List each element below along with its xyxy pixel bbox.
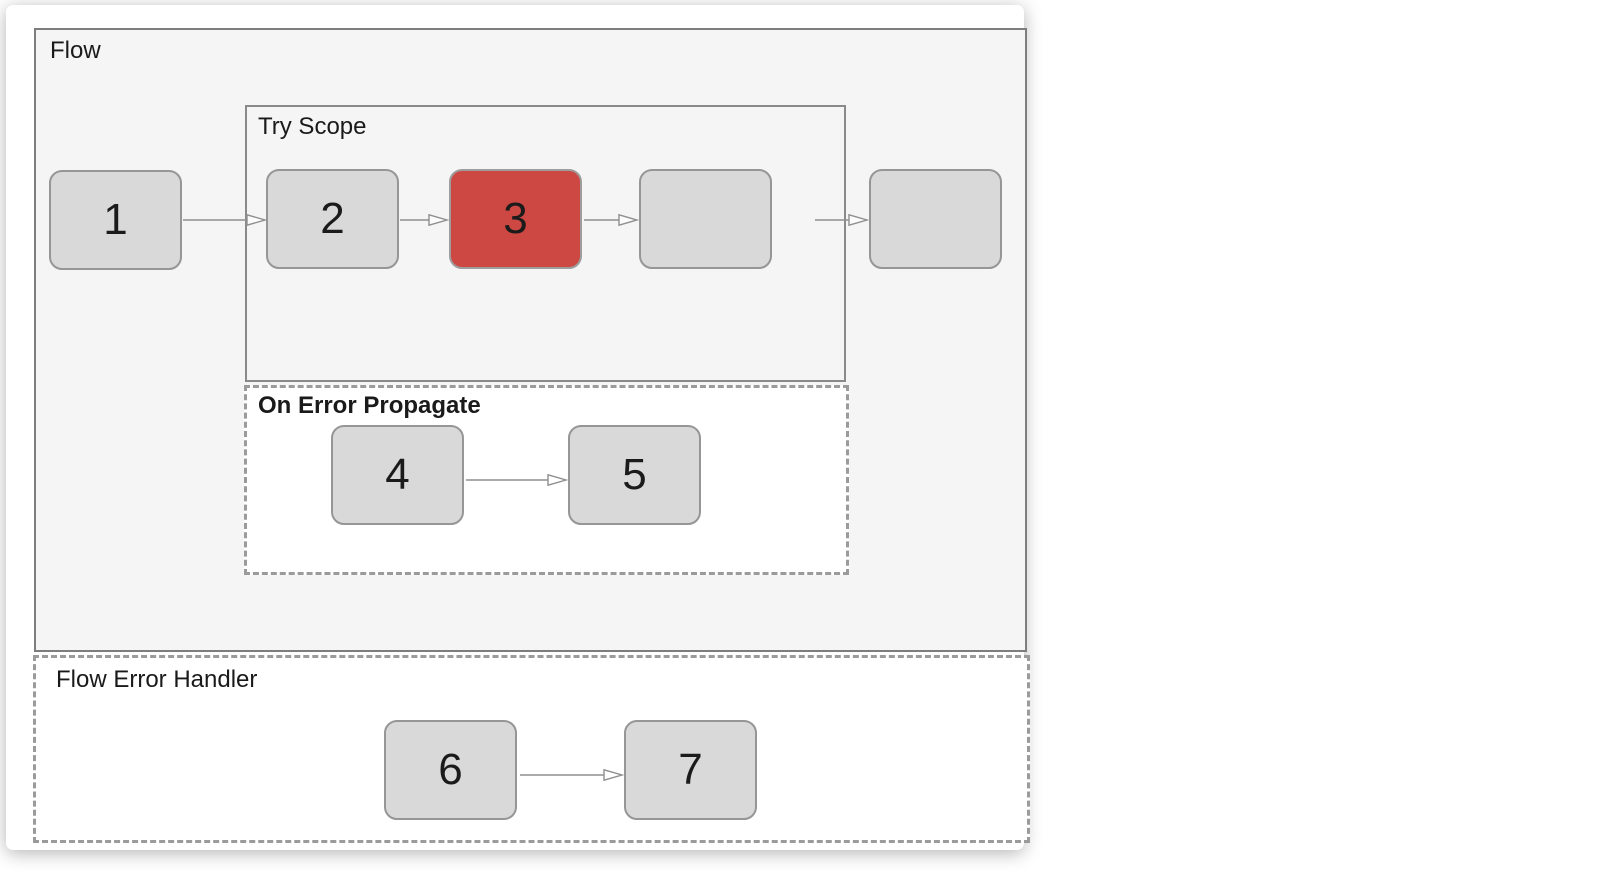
connector-arrow-2-to-3	[400, 213, 450, 227]
on-error-propagate-label: On Error Propagate	[258, 392, 481, 419]
flow-label: Flow	[50, 37, 101, 64]
diagram-canvas: Flow Try Scope On Error Propagate Flow E…	[6, 5, 1030, 850]
try-scope-container[interactable]: Try Scope	[245, 105, 846, 382]
step-node-4[interactable]: 4	[331, 425, 464, 525]
step-node-6[interactable]: 6	[384, 720, 517, 820]
flow-container[interactable]: Flow Try Scope On Error Propagate	[34, 28, 1027, 652]
step-node-5[interactable]: 5	[568, 425, 701, 525]
flow-error-handler-container[interactable]: Flow Error Handler	[33, 655, 1030, 843]
connector-arrow-4-to-5	[466, 473, 569, 487]
step-node-unlabeled-flow[interactable]	[869, 169, 1002, 269]
step-node-1[interactable]: 1	[49, 170, 182, 270]
step-node-2[interactable]: 2	[266, 169, 399, 269]
connector-arrow-tryscope-exit	[815, 213, 870, 227]
try-scope-label: Try Scope	[258, 113, 367, 140]
step-node-7[interactable]: 7	[624, 720, 757, 820]
connector-arrow-1-to-2	[183, 213, 268, 227]
connector-arrow-6-to-7	[520, 768, 625, 782]
flow-error-handler-label: Flow Error Handler	[56, 666, 258, 693]
step-node-unlabeled-try[interactable]	[639, 169, 772, 269]
connector-arrow-3-to-next	[584, 213, 640, 227]
step-node-3-error[interactable]: 3	[449, 169, 582, 269]
